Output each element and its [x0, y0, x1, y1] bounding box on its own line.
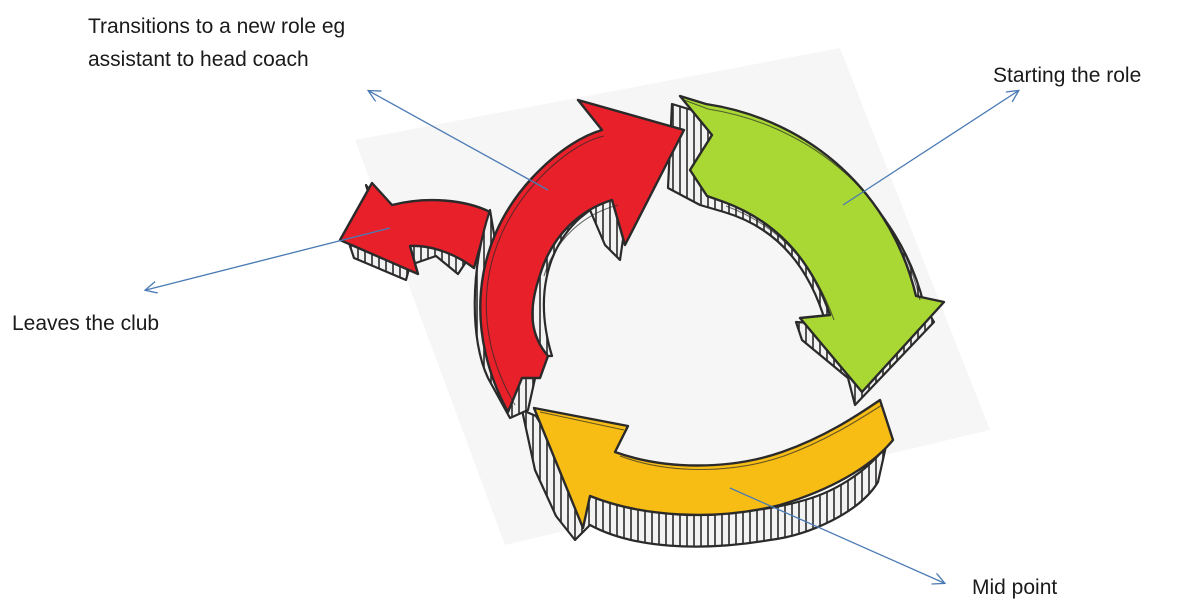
red-main-arrow-body [479, 98, 686, 414]
label-starting-role: Starting the role [993, 64, 1142, 87]
green-arrow-body [678, 94, 946, 394]
pointer-leaves [146, 227, 391, 290]
label-mid-point: Mid point [972, 576, 1058, 599]
yellow-arrow-sketch [539, 404, 883, 471]
label-transition: Transitions to a new role eg assistant t… [88, 10, 345, 76]
green-arrow-sketch [683, 99, 921, 321]
label-transition-line2: assistant to head coach [88, 48, 309, 71]
red-main-arrow-sketch [485, 135, 619, 406]
pointer-mid [729, 487, 944, 583]
red-main-arrow [473, 98, 686, 420]
yellow-arrow [520, 398, 895, 548]
green-arrow [666, 94, 946, 407]
label-leaves-club: Leaves the club [12, 312, 160, 335]
label-transition-line1: Transitions to a new role eg [88, 15, 346, 38]
pointer-starting [842, 91, 1018, 206]
yellow-arrow-body [532, 398, 895, 530]
pointer-transition [369, 91, 549, 191]
